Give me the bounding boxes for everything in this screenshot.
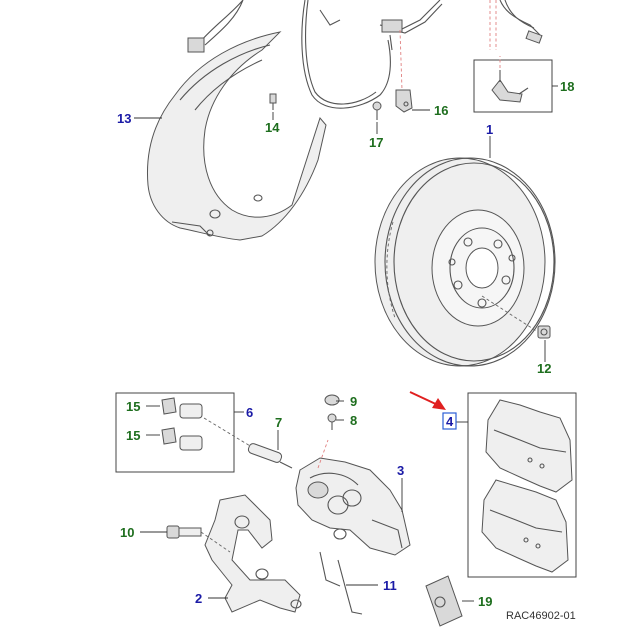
callout-labels: 1 2 3 4 6 7 8 9 10 11 12 13 14 15 15 16 …	[117, 79, 574, 609]
callout-18[interactable]: 18	[560, 79, 574, 94]
leader-lines	[134, 85, 558, 602]
bleed-screw	[327, 413, 337, 430]
guide-pin-box	[115, 392, 271, 473]
brake-disc	[374, 157, 556, 367]
pad-retaining-spring	[319, 551, 363, 615]
carrier-bolt	[166, 525, 231, 553]
caliper-carrier	[204, 494, 302, 613]
callout-10[interactable]: 10	[120, 525, 134, 540]
highlight-arrow	[409, 391, 446, 410]
bleed-screw-cap	[324, 394, 340, 406]
clip-screw	[372, 101, 382, 120]
callout-4[interactable]: 4	[446, 414, 454, 429]
warning-label	[425, 575, 463, 627]
caliper	[295, 439, 411, 556]
callout-13[interactable]: 13	[117, 111, 131, 126]
splash-shield	[146, 31, 327, 241]
sensor-clip	[395, 89, 413, 113]
callout-7[interactable]: 7	[275, 415, 282, 430]
callout-14[interactable]: 14	[265, 120, 280, 135]
callout-19[interactable]: 19	[478, 594, 492, 609]
callout-4-highlight	[442, 412, 457, 430]
callout-16[interactable]: 16	[434, 103, 448, 118]
callout-12[interactable]: 12	[537, 361, 551, 376]
callout-8[interactable]: 8	[350, 413, 357, 428]
callout-3[interactable]: 3	[397, 463, 404, 478]
diagram-reference: RAC46902-01	[506, 610, 576, 622]
callout-17[interactable]: 17	[369, 135, 383, 150]
callout-1[interactable]: 1	[486, 122, 493, 137]
disc-screw	[537, 325, 551, 339]
wear-sensor-wiring	[187, 0, 543, 109]
callout-6[interactable]: 6	[246, 405, 253, 420]
callout-11[interactable]: 11	[383, 578, 397, 593]
bracket-box	[473, 56, 553, 113]
callout-2[interactable]: 2	[195, 591, 202, 606]
guide-pin	[247, 443, 293, 469]
shield-bolt	[269, 93, 277, 110]
callout-15-lower[interactable]: 15	[126, 428, 140, 443]
callout-15-upper[interactable]: 15	[126, 399, 140, 414]
callout-9[interactable]: 9	[350, 394, 357, 409]
brake-pad-box	[467, 392, 577, 578]
